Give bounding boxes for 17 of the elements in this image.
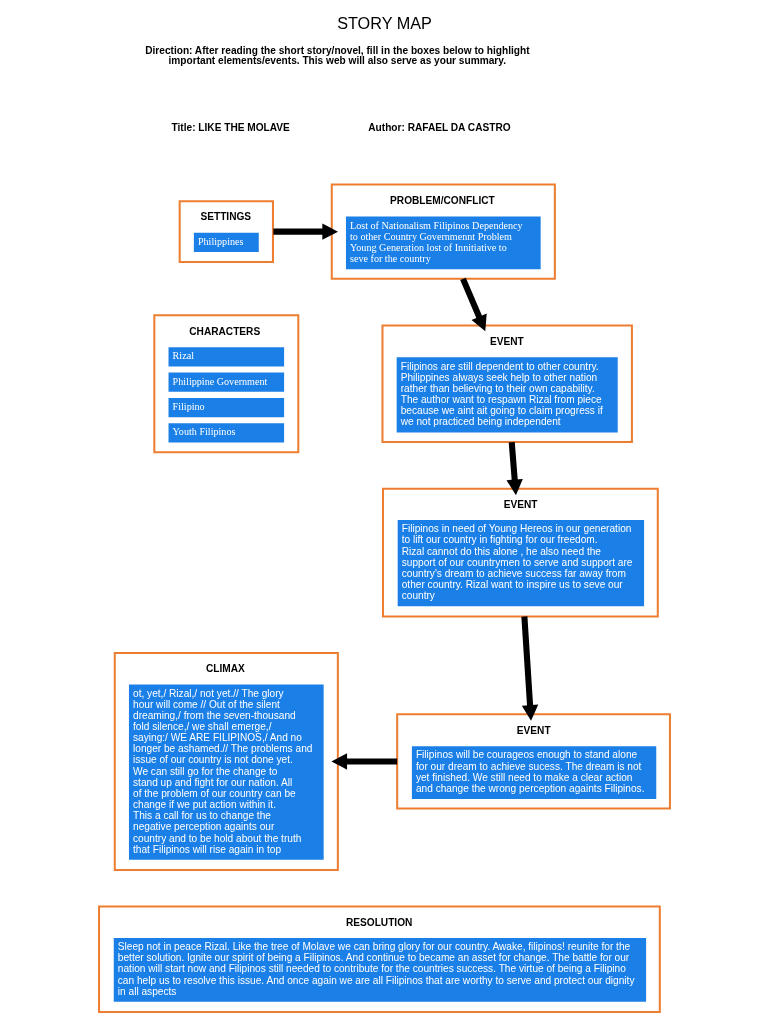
node-box: PROBLEM/CONFLICT Lost of Nationalism Filipinos Dependency to other Country Governmennt Problem Young Generation lost of Innitiative to seve for the country [330,183,556,280]
arrow [330,753,397,770]
arrow [506,441,523,496]
node-box: SETTINGS Philippines [178,200,274,264]
label: Title: LIKE THE MOLAVE [171,122,290,134]
node-box: EVENT Filipinos in need of Young Hereos in our generation to lift our country in fighting for our freedom. Rizal cannot do this alone , he also need the support of our countrymen to serve and support are country's dream to achieve success far away from other country. Rizal want to inspire us to seve our country [381,487,659,618]
arrow [520,616,538,721]
node-box: EVENT Filipinos will be courageos enough to stand alone for our dream to achieve sucess. The dream is not yet finished. We still need to make a clear action and change the wrong perception againts Filipinos. [395,713,671,810]
arrow [272,223,338,240]
node-box: RESOLUTION Sleep not in peace Rizal. Like the tree of Molave we can bring glory for our country. Awake, filipinos! reunite for the better solution. Ignite our spirit of being a Filipinos. And continue to became an asset for change. The battle for our nation will start now and Filipinos still needed to contribute for the countries success. The virtue of being a Filipino can help us to resolve this issue. And once again we are all Filipinos that are worthy to serve and protect our dignity in all aspects [97,905,661,1013]
node-box: EVENT Filipinos are still dependent to other country. Philippines always seek help to other nation rather than believing to their own capability. The author want to respawn Rizal from piece because we aint ait going to claim progress if we not practiced being independent [380,324,633,444]
label: Author: RAFAEL DA CASTRO [367,122,511,134]
node-box: CHARACTERS Rizal Philippine Government Filipino Youth Filipinos [152,314,299,454]
diagram-title: STORY MAP [336,14,432,33]
label: Direction: After reading the short story/novel, fill in the boxes below to highlight important elements/events. This web will also serve as your summary. [144,44,530,66]
node-box: CLIMAX ot, yet,/ Rizal,/ not yet.// The glory hour will come // Out of the silent dreaming,/ from the seven-thousand fold silence,/ we shall emerge,/ saying:/ WE ARE FILIPINOS,/ And no longer be ashamed.// The problems and issue of our country is not done yet. We can still go for the change to stand up and fight for our nation. All of the problem of our country can be change if we put action within it. This a call for us to change the negative perception againts our country and to be hold about the truth that Filipinos will rise again in top [113,651,339,871]
arrow [459,277,487,332]
